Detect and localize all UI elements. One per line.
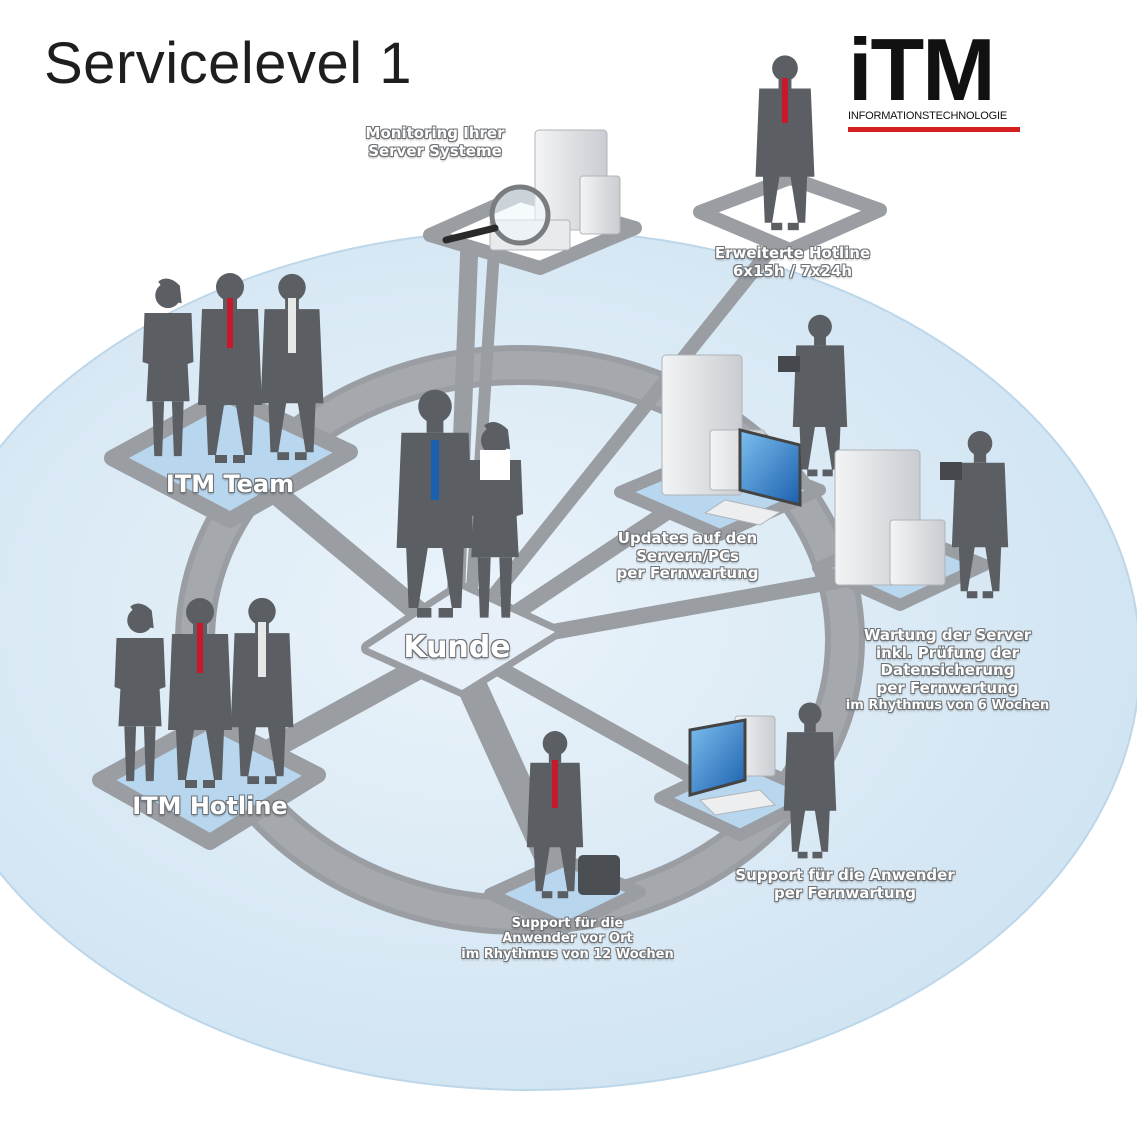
updates-line-2: Servern/PCs <box>636 546 739 565</box>
tie <box>552 760 558 808</box>
logo-accent-bar <box>848 127 1020 132</box>
monitoring-servers <box>442 129 621 251</box>
maintenance-label: Wartung der Server inkl. Prüfung der Dat… <box>830 626 1065 713</box>
monitoring-line-2: Server Systeme <box>368 141 502 160</box>
remote-support-line-1: Support für die Anwender <box>735 866 955 884</box>
bag-icon <box>578 855 620 895</box>
tie <box>227 298 233 348</box>
maintenance-devices <box>834 449 946 586</box>
maintenance-note: im Rhythmus von 6 Wochen <box>845 697 1050 713</box>
maintenance-line-4: per Fernwartung <box>876 679 1019 698</box>
updates-figure <box>778 314 848 477</box>
remote-support-label: Support für die Anwender per Fernwartung <box>700 866 990 902</box>
logo-mark: iTM <box>848 20 996 119</box>
page-title: Servicelevel 1 <box>44 31 413 96</box>
monitor-icon <box>688 718 747 797</box>
maintenance-figure <box>940 431 1009 599</box>
updates-line-1: Updates auf den <box>617 529 758 547</box>
onsite-support-line-3: im Rhythmus von 12 Wochen <box>461 946 674 962</box>
tie <box>197 623 203 673</box>
extended-hotline-line-1: Erweiterte Hotline <box>714 244 871 262</box>
hotline-figures <box>114 597 294 788</box>
extended-hotline-figure <box>755 55 815 231</box>
center-label: Kunde <box>403 630 511 665</box>
extended-hotline-label: Erweiterte Hotline 6x15h / 7x24h <box>685 244 900 280</box>
onsite-support-figure <box>526 731 620 899</box>
team-label: ITM Team <box>165 470 295 498</box>
itm-logo: iTM INFORMATIONSTECHNOLOGIE <box>848 20 1020 144</box>
remote-support-devices <box>688 715 777 816</box>
onsite-support-label: Support für die Anwender vor Ort im Rhyt… <box>425 916 710 962</box>
path-to-extended-hotline <box>463 218 797 632</box>
remote-support-line-2: per Fernwartung <box>773 883 917 902</box>
monitoring-label: Monitoring Ihrer Server Systeme <box>330 124 540 160</box>
hotline-label: ITM Hotline <box>132 792 288 820</box>
monitor-icon <box>738 428 802 507</box>
tie <box>431 440 439 500</box>
team-figures <box>142 273 324 463</box>
onsite-support-line-2: Anwender vor Ort <box>502 931 633 947</box>
maintenance-line-2: inkl. Prüfung der <box>875 643 1020 662</box>
updates-line-3: per Fernwartung <box>616 564 759 583</box>
customer-figures <box>396 389 524 618</box>
onsite-support-line-1: Support für die <box>511 916 624 931</box>
extended-hotline-line-2: 6x15h / 7x24h <box>732 261 853 280</box>
magnifier-icon <box>489 184 551 246</box>
maintenance-line-1: Wartung der Server <box>863 626 1032 644</box>
extended-hotline-platform <box>693 171 887 257</box>
tie <box>782 78 788 123</box>
maintenance-line-3: Datensicherung <box>880 661 1015 680</box>
updates-label: Updates auf den Servern/PCs per Fernwart… <box>585 529 790 583</box>
updates-devices <box>661 354 802 526</box>
logo-subtitle: INFORMATIONSTECHNOLOGIE <box>848 110 1007 122</box>
monitoring-line-1: Monitoring Ihrer <box>365 124 505 142</box>
